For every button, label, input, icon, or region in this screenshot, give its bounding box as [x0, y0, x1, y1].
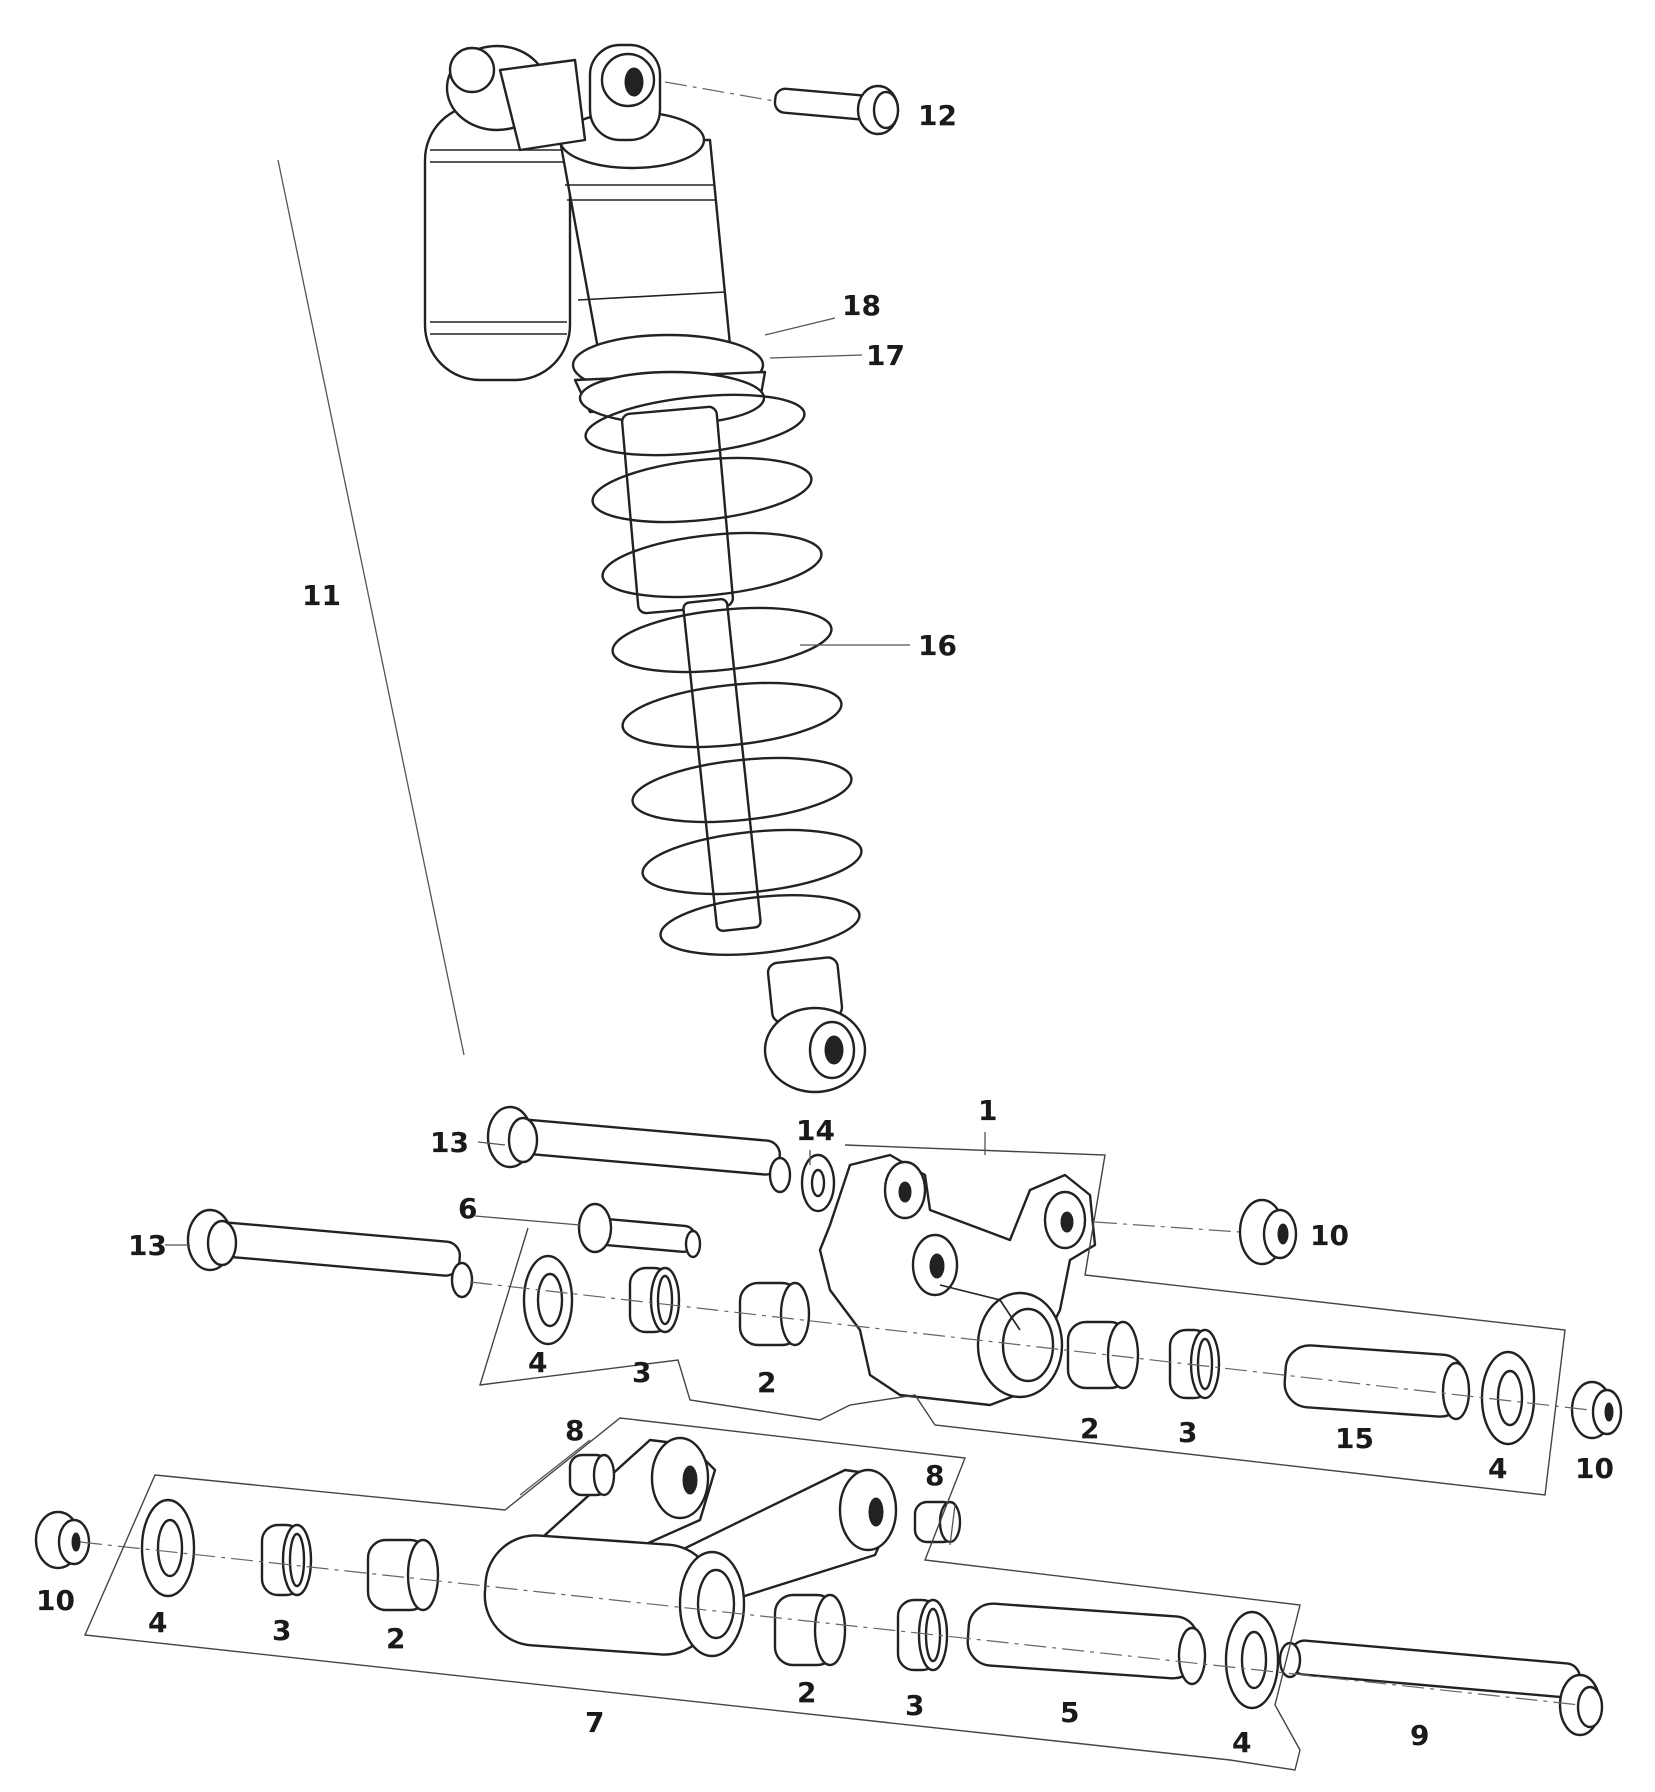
lower-eye	[763, 956, 867, 1094]
callout-17: 17	[866, 339, 905, 372]
bolt-13-upper	[486, 1105, 792, 1194]
callout-3-upper-left: 3	[632, 1356, 651, 1389]
bushing-2-lower-left	[366, 1538, 440, 1612]
callout-8-right: 8	[925, 1459, 944, 1492]
callout-1: 1	[978, 1094, 997, 1127]
assembly-11-range-line	[277, 159, 465, 1056]
callout-10-upper: 10	[1310, 1219, 1349, 1252]
callout-3-upper-right: 3	[1178, 1416, 1197, 1449]
callout-6: 6	[458, 1192, 477, 1225]
callouts: 12 18 17 11 16 1 14 13 13 6 10 4 3 2 2 3…	[36, 99, 1614, 1759]
damper-body	[498, 43, 732, 362]
washer-4-lower-left	[140, 1498, 196, 1598]
callout-8-left: 8	[565, 1414, 584, 1447]
leader-lines	[165, 317, 986, 1546]
bearing-3-lower-left	[260, 1523, 313, 1597]
callout-5: 5	[1060, 1696, 1079, 1729]
bolt-6	[577, 1202, 702, 1259]
axis-line-lower	[79, 1541, 1581, 1706]
callout-3-lower-right: 3	[905, 1689, 924, 1722]
callout-12: 12	[918, 99, 957, 132]
bearing-3-upper-right	[1168, 1328, 1221, 1400]
callout-4-upper-left: 4	[528, 1346, 547, 1379]
spacer-15	[1283, 1344, 1471, 1421]
callout-2-lower-left: 2	[386, 1622, 405, 1655]
linkage-part-7	[483, 1436, 898, 1658]
callout-2-upper-left: 2	[757, 1366, 776, 1399]
group-frame-1	[479, 1144, 1566, 1496]
callout-13-upper: 13	[430, 1126, 469, 1159]
coil-spring	[584, 393, 863, 956]
callout-2-lower-right: 2	[797, 1676, 816, 1709]
callout-13-lower: 13	[128, 1229, 167, 1262]
bolt-9	[1278, 1639, 1604, 1737]
callout-7: 7	[585, 1706, 604, 1739]
callout-4-lower-right: 4	[1232, 1726, 1251, 1759]
bolt-12	[664, 81, 900, 136]
callout-4-upper-right: 4	[1488, 1452, 1507, 1485]
bushing-2-lower-right	[773, 1593, 847, 1667]
callout-11: 11	[302, 579, 341, 612]
linkage-part-1	[818, 1153, 1097, 1407]
washer-4-upper-left	[522, 1254, 574, 1346]
washer-4-upper-right	[1480, 1350, 1536, 1446]
spacer-5	[966, 1602, 1207, 1686]
callout-14: 14	[796, 1114, 835, 1147]
washer-4-lower-right	[1224, 1610, 1280, 1710]
nut-10-right	[1570, 1380, 1623, 1440]
group-frame-7	[83, 1417, 1301, 1771]
callout-16: 16	[918, 629, 957, 662]
washer-14	[800, 1153, 836, 1213]
callout-18: 18	[842, 289, 881, 322]
callout-10-lower-left: 10	[36, 1584, 75, 1617]
nut-10-lower-left	[34, 1510, 91, 1570]
bushing-2-upper-right	[1066, 1320, 1140, 1390]
bushing-8-left	[568, 1453, 616, 1497]
callout-9: 9	[1410, 1719, 1429, 1752]
callout-15: 15	[1335, 1422, 1374, 1455]
callout-10-right: 10	[1575, 1452, 1614, 1485]
shock-absorber-assembly	[423, 43, 867, 1094]
callout-3-lower-left: 3	[272, 1614, 291, 1647]
bushing-2-upper-left	[738, 1281, 811, 1347]
callout-2-upper-right: 2	[1080, 1412, 1099, 1445]
axis-line-upper	[469, 1281, 1591, 1411]
callout-4-lower-left: 4	[148, 1606, 167, 1639]
nut-10-upper	[1094, 1198, 1298, 1266]
bearing-3-upper-left	[628, 1266, 681, 1334]
bolt-13-lower	[186, 1208, 474, 1299]
